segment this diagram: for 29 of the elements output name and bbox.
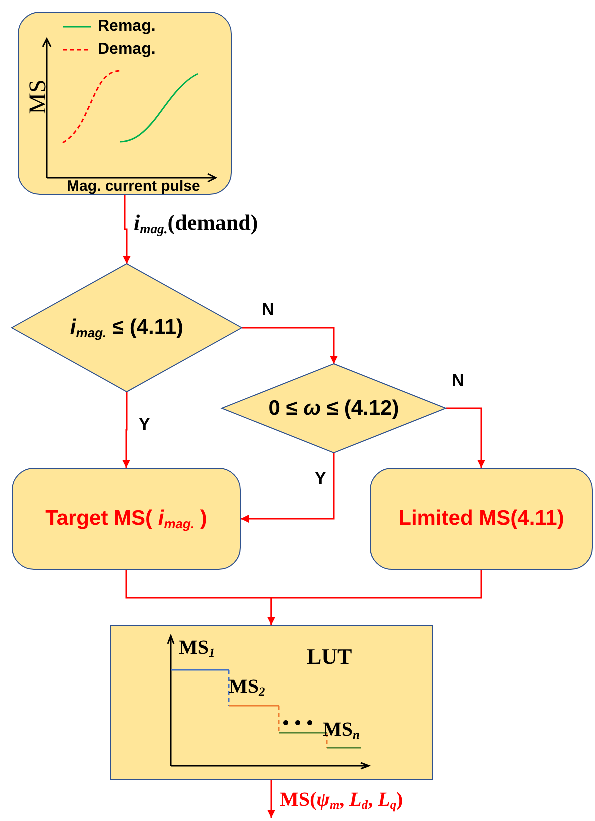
process-box	[370, 468, 593, 570]
step-label: MS$_{1}$	[179, 638, 216, 660]
edge-label: N	[262, 301, 274, 318]
edge-label: Y	[315, 470, 326, 487]
step-label: MS$_{2}$	[229, 677, 266, 698]
edge-label: MS(ψ$_{m}$, L$_{d}$, L$_{q}$)	[280, 790, 404, 812]
step-label: MS$_{n}$	[323, 720, 360, 742]
arrow	[241, 453, 335, 523]
condition-text: 0 ≤ ω ≤ (4.12)	[268, 396, 400, 420]
arrow	[268, 780, 276, 818]
legend-text: Demag.	[98, 42, 156, 58]
result-text: Limited MS(4.11)	[398, 507, 564, 531]
process-box	[18, 12, 232, 195]
process-box	[12, 468, 241, 570]
edge-label: i$_{mag.}$(demand)	[134, 212, 258, 236]
condition-text: i$_{mag.}$ ≤ (4.11)	[70, 316, 184, 340]
result-text: Target MS( i$_{mag.}$ )	[46, 506, 208, 532]
arrow	[446, 408, 486, 468]
table-title: LUT	[307, 646, 352, 668]
arrow	[122, 392, 130, 468]
lookup-table-box	[110, 625, 433, 780]
axis-label: MS	[26, 80, 50, 114]
edge-label: N	[452, 372, 464, 389]
legend-text: Remag.	[98, 19, 156, 35]
arrow	[268, 570, 482, 625]
arrow	[123, 195, 131, 264]
edge-label: Y	[139, 416, 150, 433]
axis-title: Mag. current pulse	[67, 179, 200, 194]
arrow	[242, 327, 338, 364]
